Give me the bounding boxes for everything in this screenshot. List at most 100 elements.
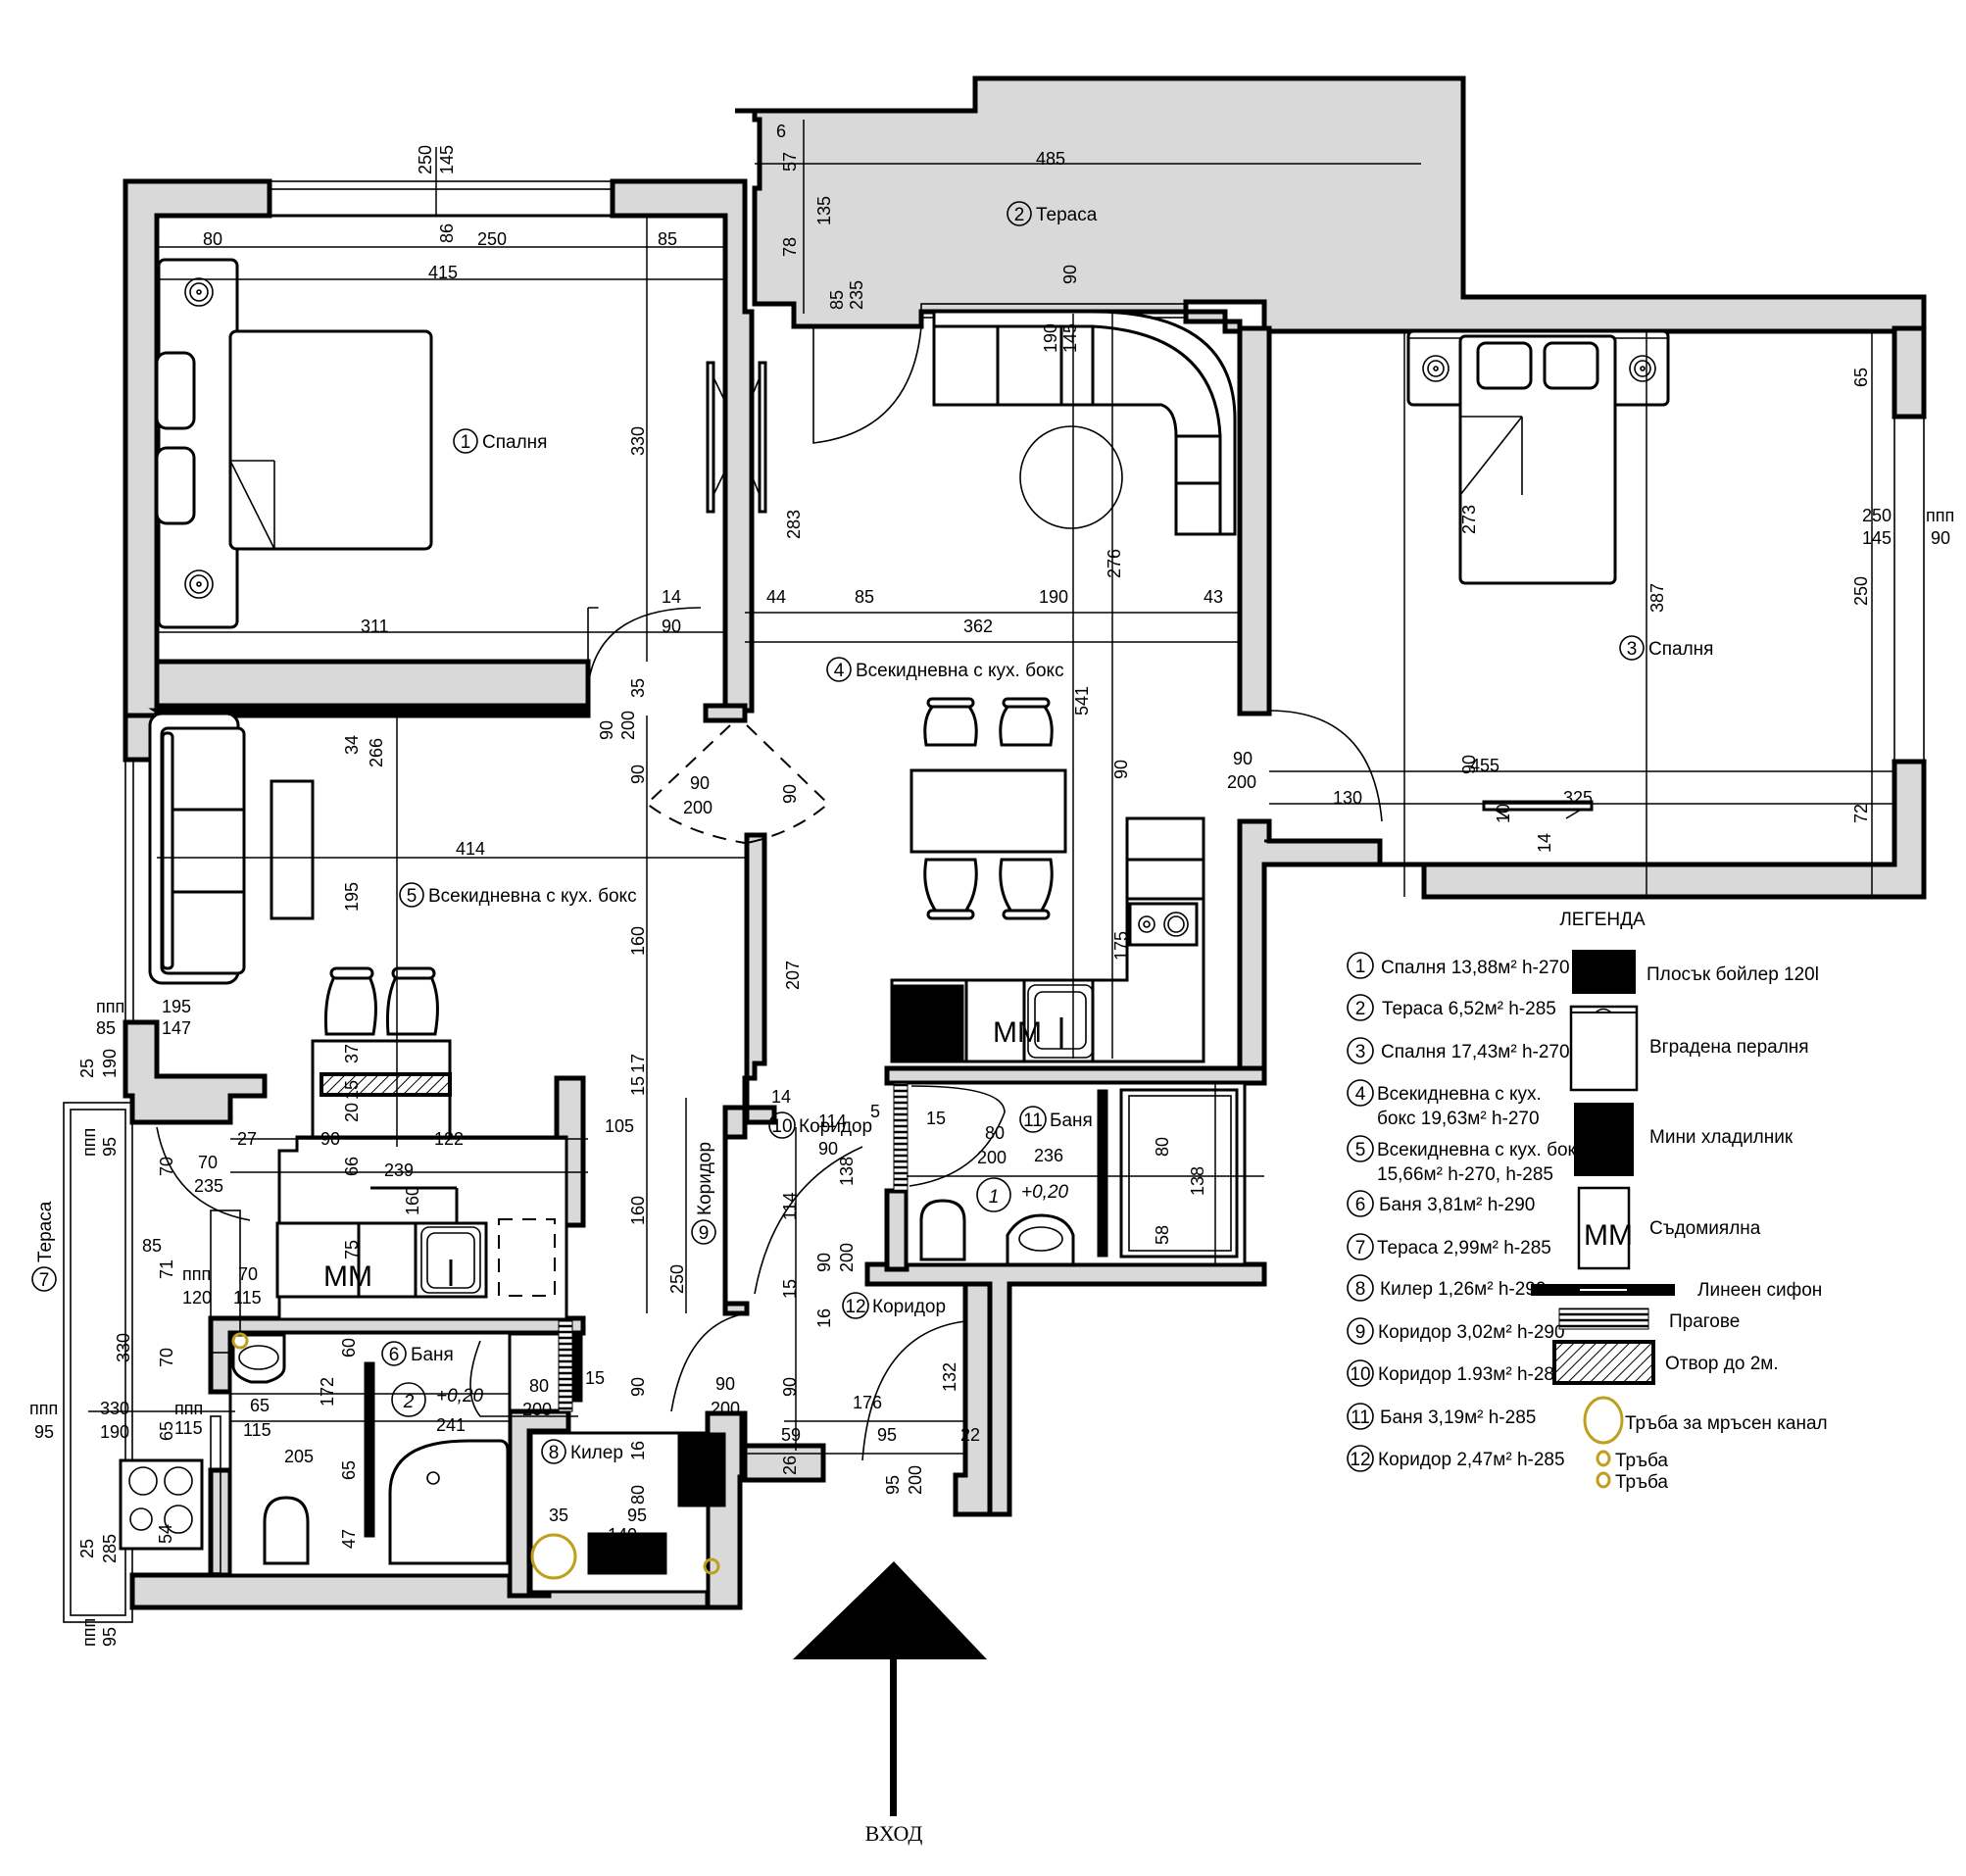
pillow-b3-1 [1476, 341, 1533, 390]
opening-icon [1552, 1340, 1655, 1385]
toilet-icon [919, 1199, 966, 1261]
svg-text:9: 9 [1355, 1322, 1366, 1343]
svg-text:10: 10 [1494, 804, 1513, 823]
svg-text:145: 145 [1060, 323, 1080, 353]
svg-text:Тръба за мръсен канал: Тръба за мръсен канал [1625, 1413, 1828, 1434]
legend-symbol-pipe-1: Тръба [1596, 1450, 1668, 1471]
svg-text:43: 43 [1204, 587, 1223, 607]
svg-text:266: 266 [367, 738, 386, 767]
stool-icon [323, 966, 377, 1036]
kiler-furniture [529, 1431, 726, 1594]
chair-icon [923, 858, 978, 920]
svg-text:15: 15 [926, 1109, 946, 1128]
svg-text:283: 283 [784, 510, 804, 539]
svg-text:16: 16 [814, 1308, 834, 1328]
svg-text:25: 25 [77, 1539, 97, 1558]
svg-text:27: 27 [237, 1129, 257, 1149]
svg-text:160: 160 [628, 926, 648, 956]
svg-text:35: 35 [549, 1506, 568, 1525]
svg-text:15: 15 [628, 1076, 648, 1096]
arrow-up-icon [793, 1561, 987, 1659]
svg-text:Баня: Баня [1050, 1111, 1093, 1131]
legend-symbol-pipe-2: Тръба [1596, 1471, 1668, 1493]
svg-text:Килер 1,26м² h-290: Килер 1,26м² h-290 [1380, 1279, 1546, 1300]
svg-text:325: 325 [1563, 788, 1593, 808]
svg-text:57: 57 [780, 152, 800, 172]
svg-text:Мини хладилник: Мини хладилник [1649, 1127, 1794, 1148]
svg-text:65: 65 [339, 1460, 359, 1480]
svg-text:85: 85 [855, 587, 874, 607]
svg-text:37: 37 [342, 1044, 362, 1063]
svg-text:190: 190 [100, 1422, 129, 1442]
svg-text:+0,20: +0,20 [1021, 1182, 1069, 1203]
svg-text:387: 387 [1647, 583, 1667, 613]
svg-text:Тръба: Тръба [1615, 1451, 1668, 1471]
level-mark-bath11: 1 +0,20 [976, 1177, 1069, 1212]
shower-cabin [1119, 1088, 1239, 1259]
threshold-bath6 [571, 1332, 583, 1403]
svg-text:70: 70 [198, 1153, 218, 1172]
svg-text:330: 330 [628, 426, 648, 456]
linear-drain-icon [1097, 1089, 1108, 1258]
svg-text:66: 66 [342, 1157, 362, 1176]
svg-text:145: 145 [437, 145, 457, 174]
svg-text:311: 311 [361, 617, 389, 636]
svg-text:190: 190 [100, 1049, 120, 1078]
svg-text:90: 90 [1111, 760, 1131, 779]
svg-text:Плосък бойлер 120l: Плосък бойлер 120l [1647, 964, 1819, 985]
legend-title: ЛЕГЕНДА [1559, 910, 1646, 930]
svg-text:362: 362 [963, 617, 993, 636]
svg-text:200: 200 [906, 1465, 925, 1495]
svg-text:71: 71 [157, 1259, 176, 1279]
svg-text:бокс 19,63м² h-270: бокс 19,63м² h-270 [1377, 1109, 1540, 1129]
level-mark-bath6: 2 +0,20 [391, 1382, 484, 1417]
pillow-b3-2 [1543, 341, 1599, 390]
svg-text:15,66м² h-270, h-285: 15,66м² h-270, h-285 [1377, 1164, 1553, 1185]
svg-text:239: 239 [384, 1160, 414, 1180]
svg-text:250: 250 [1851, 576, 1871, 606]
svg-text:Всекидневна с кух. бокс: Всекидневна с кух. бокс [428, 886, 637, 907]
svg-text:Всекидневна с кух. бокс: Всекидневна с кух. бокс [856, 661, 1064, 681]
round-coffee-table [1019, 425, 1123, 529]
cabinet-k5 [275, 1221, 361, 1299]
svg-text:90: 90 [715, 1374, 735, 1394]
svg-text:17: 17 [628, 1054, 648, 1073]
svg-text:14: 14 [771, 1087, 791, 1107]
svg-text:95: 95 [34, 1422, 54, 1442]
svg-text:95: 95 [627, 1506, 647, 1525]
svg-text:455: 455 [1470, 756, 1499, 775]
svg-text:14: 14 [662, 587, 681, 607]
svg-text:85: 85 [96, 1018, 116, 1038]
svg-text:273: 273 [1459, 505, 1479, 534]
svg-text:138: 138 [1188, 1166, 1207, 1196]
window-bedroom3 [1893, 416, 1925, 763]
svg-text:Баня 3,19м² h-285: Баня 3,19м² h-285 [1380, 1407, 1536, 1428]
svg-text:7: 7 [39, 1270, 50, 1291]
coffee-table-living5 [270, 779, 315, 920]
corner-sofa [932, 310, 1237, 536]
svg-text:85: 85 [142, 1236, 162, 1256]
svg-text:2: 2 [1014, 205, 1025, 225]
legend-symbol-drain: Линеен сифон [1531, 1280, 1822, 1301]
svg-text:70: 70 [157, 1348, 176, 1367]
bath11-furniture [893, 1081, 1247, 1266]
legend-symbol-threshold: Прагове [1558, 1308, 1740, 1332]
wall-spine-mid [722, 832, 767, 1316]
dimension-lines [88, 120, 1894, 1455]
svg-text:ппп: ппп [29, 1399, 58, 1418]
svg-text:115: 115 [174, 1418, 203, 1438]
dishwasher-icon: MM [323, 1260, 372, 1293]
lamp-icon [1629, 355, 1656, 382]
lamp-icon [184, 569, 214, 599]
dishwasher-k5 [357, 1221, 418, 1299]
sewer-pipe-icon [1583, 1396, 1624, 1445]
wall-living4-bedroom3 [1237, 325, 1272, 716]
legend-symbol-sewer: Тръба за мръсен канал [1583, 1396, 1828, 1445]
svg-text:Килер: Килер [570, 1443, 623, 1463]
